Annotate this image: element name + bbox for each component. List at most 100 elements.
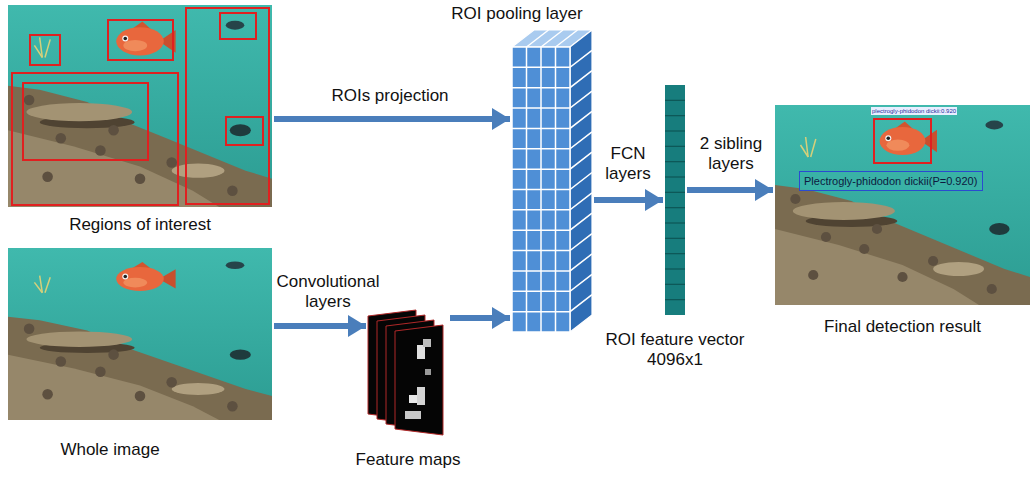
edge-label: FCN layers <box>597 144 659 184</box>
seaweed <box>45 39 50 57</box>
rock <box>135 391 146 402</box>
feature-map <box>395 325 443 435</box>
seaweed <box>811 139 816 157</box>
activation <box>417 387 425 405</box>
coral <box>933 262 984 276</box>
edge-label: ROIs projection <box>315 86 465 106</box>
caption: Regions of interest <box>8 215 272 235</box>
cell-line <box>665 284 685 285</box>
illustration <box>775 105 1030 305</box>
seabed <box>8 86 272 207</box>
cell-line <box>665 146 685 147</box>
dark-fish <box>226 21 244 30</box>
seabed <box>775 185 1030 305</box>
fish-eye <box>122 36 128 42</box>
flow-arrow <box>687 187 773 193</box>
fish-body <box>116 27 164 55</box>
grid-line <box>512 213 592 230</box>
seaweed <box>34 45 42 57</box>
grid-line <box>512 193 592 210</box>
roi-box <box>12 73 178 205</box>
rock <box>859 244 869 254</box>
roi-box <box>220 13 256 39</box>
rock <box>227 186 238 197</box>
activation <box>423 339 431 347</box>
seaweed <box>45 277 50 292</box>
grid-line <box>512 50 592 67</box>
underwater-photo <box>8 5 272 207</box>
dark-fish <box>985 121 1003 130</box>
fish-eye <box>123 37 127 41</box>
rock <box>166 157 177 168</box>
illustration <box>512 30 592 332</box>
rock <box>928 256 938 266</box>
fish-body <box>116 267 164 291</box>
orange-fish <box>880 121 937 155</box>
coral <box>172 383 225 395</box>
orange-fish <box>116 262 175 291</box>
feature-vector: ROI feature vector 4096x1 <box>665 85 685 315</box>
grid-line <box>541 30 563 332</box>
cell-line <box>665 253 685 254</box>
water <box>8 248 272 420</box>
illustration <box>8 248 272 420</box>
roi-image: Regions of interest <box>8 5 272 207</box>
grid-line <box>512 173 592 190</box>
rock <box>135 173 146 184</box>
detection-tag: plectrogly-phidodon dickii:0.920 <box>871 107 957 115</box>
water <box>775 105 1030 305</box>
underwater-photo <box>8 248 272 420</box>
underwater-photo <box>775 105 1030 305</box>
cell-line <box>665 161 685 162</box>
seabed <box>8 317 272 420</box>
cell-line <box>665 100 685 101</box>
fish-belly <box>886 140 909 151</box>
dark-fish <box>230 349 251 359</box>
rock-ledge <box>26 103 132 121</box>
grid-line <box>512 254 592 271</box>
grid-line <box>512 295 592 312</box>
cell-line <box>665 130 685 131</box>
rock <box>821 232 831 242</box>
rock-ledge <box>793 202 895 220</box>
rock <box>790 194 800 204</box>
grid-line <box>512 152 592 169</box>
rock <box>56 133 67 144</box>
caption: ROI pooling layer <box>417 4 617 24</box>
seaweed <box>34 282 42 292</box>
feature-maps: Feature maps <box>368 310 448 440</box>
cell-line <box>665 207 685 208</box>
grid-line <box>512 91 592 108</box>
fish-eye <box>122 274 128 280</box>
result-image: Plectrogly-phidodon dickii(P=0.920)Final… <box>775 105 1030 305</box>
fish-belly <box>123 40 147 51</box>
dark-fish <box>226 261 244 269</box>
seaweed <box>801 145 809 157</box>
flow-arrow <box>274 323 366 329</box>
fish-body <box>880 127 926 155</box>
rock <box>108 349 119 360</box>
rock <box>42 171 53 182</box>
roi-box <box>226 117 263 145</box>
activation <box>405 411 421 419</box>
edge-label: Convolutional layers <box>268 272 388 312</box>
rock <box>95 145 106 156</box>
roi-box <box>30 35 60 65</box>
pooling-layer: ROI pooling layer <box>512 30 592 332</box>
roi-box <box>23 83 148 160</box>
orange-fish <box>116 22 175 56</box>
edge-label: 2 sibling layers <box>691 134 771 174</box>
flow-arrow <box>274 116 510 122</box>
rock <box>808 270 818 280</box>
water <box>8 5 272 207</box>
rock <box>166 377 177 388</box>
caption: Final detection result <box>775 317 1030 337</box>
flow-arrow <box>594 197 663 203</box>
rock <box>108 125 119 136</box>
grid-line <box>556 30 578 332</box>
illustration <box>8 5 272 207</box>
rock <box>42 389 53 400</box>
cell-line <box>665 238 685 239</box>
activation <box>417 345 425 359</box>
